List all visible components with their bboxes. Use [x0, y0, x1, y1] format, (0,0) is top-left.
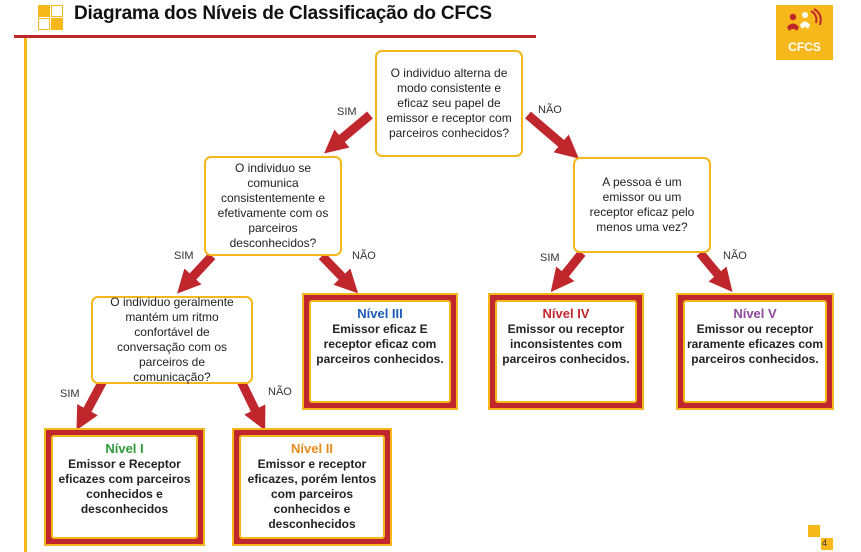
arrow-q4-sim [76, 376, 108, 431]
cfcs-logo: CFCS [776, 5, 833, 60]
question-text-q2: O individuo se comunica consistentemente… [217, 161, 329, 250]
label-q3-nao: NÃO [723, 250, 747, 262]
level-box-5-inner: Nível V Emissor ou receptor raramente ef… [683, 300, 827, 403]
label-q4-sim: SIM [60, 388, 80, 400]
level-title-3: Nível III [357, 306, 403, 321]
arrow-q4-nao [235, 377, 266, 431]
title-squares-icon [38, 5, 64, 31]
level-box-3: Nível III Emissor eficaz E receptor efic… [302, 293, 458, 410]
level-box-4-inner: Nível IV Emissor ou receptor inconsisten… [495, 300, 637, 403]
level-desc-2: Emissor e receptor eficazes, porém lento… [247, 457, 377, 531]
arrow-q2-sim [177, 252, 216, 294]
level-box-1-inner: Nível I Emissor e Receptor eficazes com … [51, 435, 198, 539]
label-q3-sim: SIM [540, 252, 560, 264]
level-desc-4: Emissor ou receptor inconsistentes com p… [502, 322, 630, 366]
level-box-3-inner: Nível III Emissor eficaz E receptor efic… [309, 300, 451, 403]
label-q4-nao: NÃO [268, 386, 292, 398]
title-divider [14, 35, 536, 38]
level-desc-1: Emissor e Receptor eficazes com parceiro… [58, 457, 191, 516]
label-q2-nao: NÃO [352, 250, 376, 262]
level-box-4: Nível IV Emissor ou receptor inconsisten… [488, 293, 644, 410]
page-title: Diagrama dos Níveis de Classificação do … [74, 3, 492, 24]
logo-text: CFCS [788, 40, 821, 54]
level-desc-5: Emissor ou receptor raramente eficazes c… [686, 322, 824, 366]
level-box-5: Nível V Emissor ou receptor raramente ef… [676, 293, 834, 410]
arrow-q3-sim [550, 250, 586, 293]
label-q2-sim: SIM [174, 250, 194, 262]
level-box-2-inner: Nível II Emissor e receptor eficazes, po… [239, 435, 385, 539]
question-text-q4: O individuo geralmente mantém um ritmo c… [110, 295, 234, 384]
arrow-q3-nao [696, 250, 733, 292]
arrow-q2-nao [318, 252, 359, 294]
level-title-1: Nível I [105, 441, 144, 456]
question-box-q1: O individuo alterna de modo consistente … [375, 50, 523, 157]
level-box-2: Nível II Emissor e receptor eficazes, po… [232, 428, 392, 546]
level-title-5: Nível V [733, 306, 777, 321]
question-box-q2: O individuo se comunica consistentemente… [204, 156, 342, 256]
level-title-2: Nível II [291, 441, 333, 456]
arrow-q1-sim [324, 111, 373, 154]
question-box-q3: A pessoa é um emissor ou um receptor efi… [573, 157, 711, 253]
question-text-q1: O individuo alterna de modo consistente … [386, 66, 512, 140]
level-title-4: Nível IV [542, 306, 590, 321]
people-icon [787, 8, 822, 31]
page-number: 4 [822, 538, 828, 548]
corner-squares-icon [808, 525, 834, 551]
level-desc-3: Emissor eficaz E receptor eficaz com par… [316, 322, 444, 366]
level-box-1: Nível I Emissor e Receptor eficazes com … [44, 428, 205, 546]
question-text-q3: A pessoa é um emissor ou um receptor efi… [589, 175, 695, 234]
left-margin-rule [24, 38, 27, 552]
label-q1-nao: NÃO [538, 104, 562, 116]
arrow-q1-nao [525, 111, 579, 159]
question-box-q4: O individuo geralmente mantém um ritmo c… [91, 295, 253, 384]
label-q1-sim: SIM [337, 106, 357, 118]
